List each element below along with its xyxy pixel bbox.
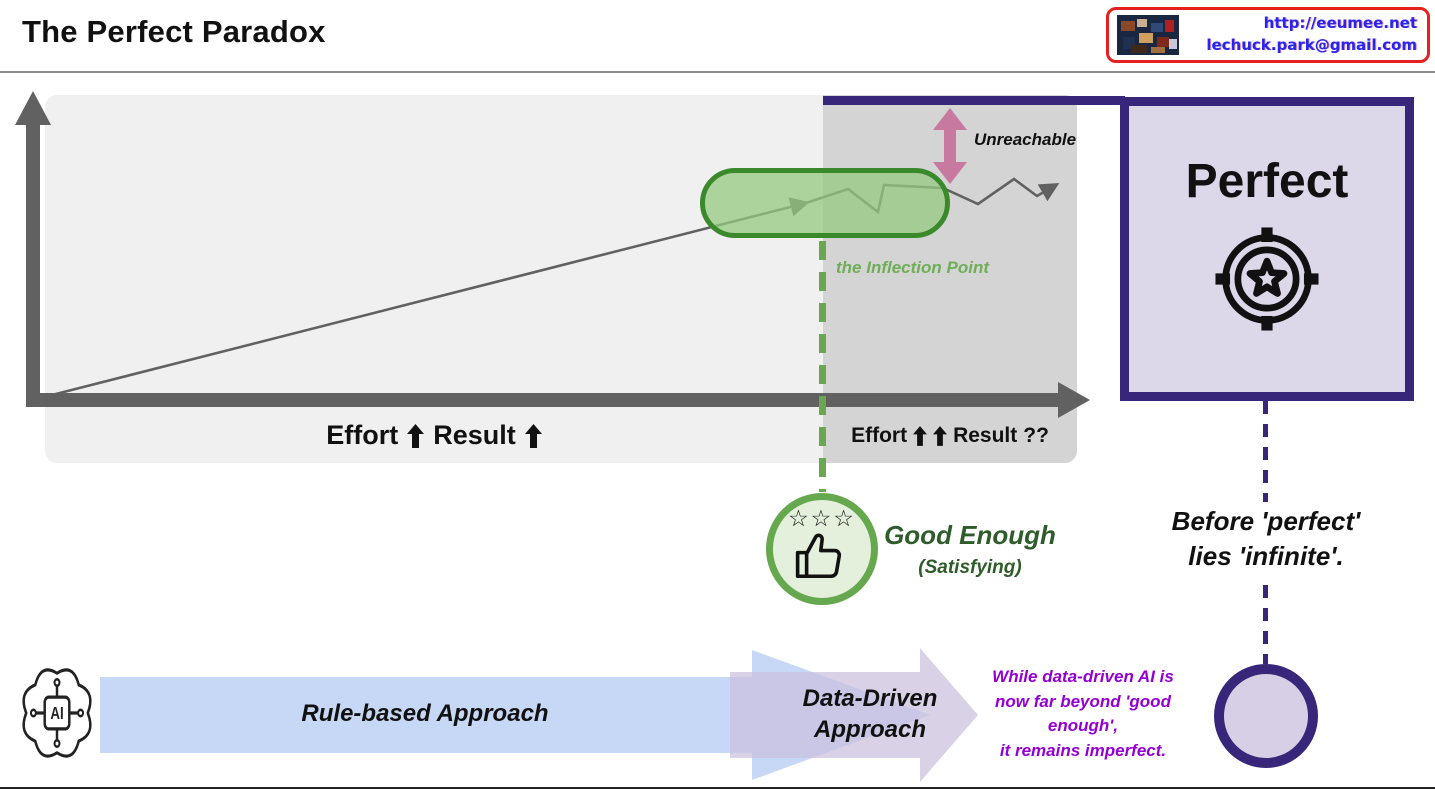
result-text: Result: [953, 424, 1018, 447]
inflection-point-highlight: [700, 168, 950, 238]
unreachable-gap-arrow-icon: [933, 108, 967, 184]
zone-label-effort-result: Effort Result: [45, 420, 823, 451]
zone-label-effort-question: Effort Result ??: [823, 424, 1077, 448]
logo-contact: http://eeumee.net lechuck.park@gmail.com: [1187, 13, 1417, 57]
imperfect-state-circle: [1214, 664, 1318, 768]
logo-image: [1117, 15, 1179, 55]
up-arrow-icon: [407, 423, 425, 448]
up-arrow-icon: [933, 426, 948, 446]
question-text: ??: [1023, 424, 1049, 447]
logo-box: http://eeumee.net lechuck.park@gmail.com: [1106, 7, 1430, 63]
inflection-point-label: the Inflection Point: [836, 258, 989, 277]
thumbs-up-icon: [795, 533, 842, 579]
page-title: The Perfect Paradox: [22, 14, 326, 49]
ai-brain-icon: AI: [22, 668, 92, 758]
approach-arrows: [100, 648, 978, 782]
imperfect-note: While data-driven AI is now far beyond '…: [972, 665, 1194, 764]
up-arrow-icon: [524, 423, 542, 448]
ai-chip-label: AI: [50, 704, 63, 723]
unreachable-label: Unreachable: [974, 130, 1077, 149]
effort-text: Effort: [326, 420, 399, 450]
target-star-icon: [1215, 227, 1319, 331]
rule-based-label: Rule-based Approach: [301, 700, 549, 727]
x-axis: [26, 382, 1090, 418]
perfect-box: Perfect: [1120, 97, 1414, 401]
perfect-label: Perfect: [1185, 155, 1349, 208]
note-line: now far beyond 'good: [995, 691, 1171, 711]
good-enough-text: Good Enough (Satisfying): [884, 520, 1056, 579]
note-line: it remains imperfect.: [999, 740, 1167, 760]
bottom-border: [0, 787, 1435, 789]
quote-line1: Before 'perfect': [1171, 506, 1361, 536]
note-line: enough',: [1047, 716, 1119, 736]
good-enough-subtitle: (Satisfying): [918, 557, 1022, 578]
result-text: Result: [433, 420, 516, 450]
data-driven-label: Data-Driven Approach: [762, 684, 978, 745]
quote-text: Before 'perfect' lies 'infinite'.: [1136, 502, 1396, 577]
header-divider: [0, 71, 1435, 73]
data-driven-line2: Approach: [813, 715, 926, 743]
data-driven-line1: Data-Driven: [802, 685, 938, 712]
good-enough-badge: ☆☆☆: [766, 493, 878, 605]
perfect-box-connector: [823, 96, 1125, 105]
logo-email: lechuck.park@gmail.com: [1206, 36, 1417, 54]
up-arrow-icon: [913, 426, 928, 446]
note-line: While data-driven AI is: [992, 667, 1174, 686]
effort-trend-line: [47, 197, 810, 398]
inflection-dashed-line: [819, 241, 826, 492]
good-enough-title: Good Enough: [884, 520, 1056, 550]
rating-stars-icon: ☆☆☆: [788, 506, 856, 532]
quote-line2: lies 'infinite'.: [1188, 541, 1344, 572]
data-driven-arrow: [730, 648, 978, 782]
logo-url: http://eeumee.net: [1263, 14, 1417, 33]
effort-text: Effort: [851, 424, 908, 447]
y-axis: [15, 91, 51, 407]
